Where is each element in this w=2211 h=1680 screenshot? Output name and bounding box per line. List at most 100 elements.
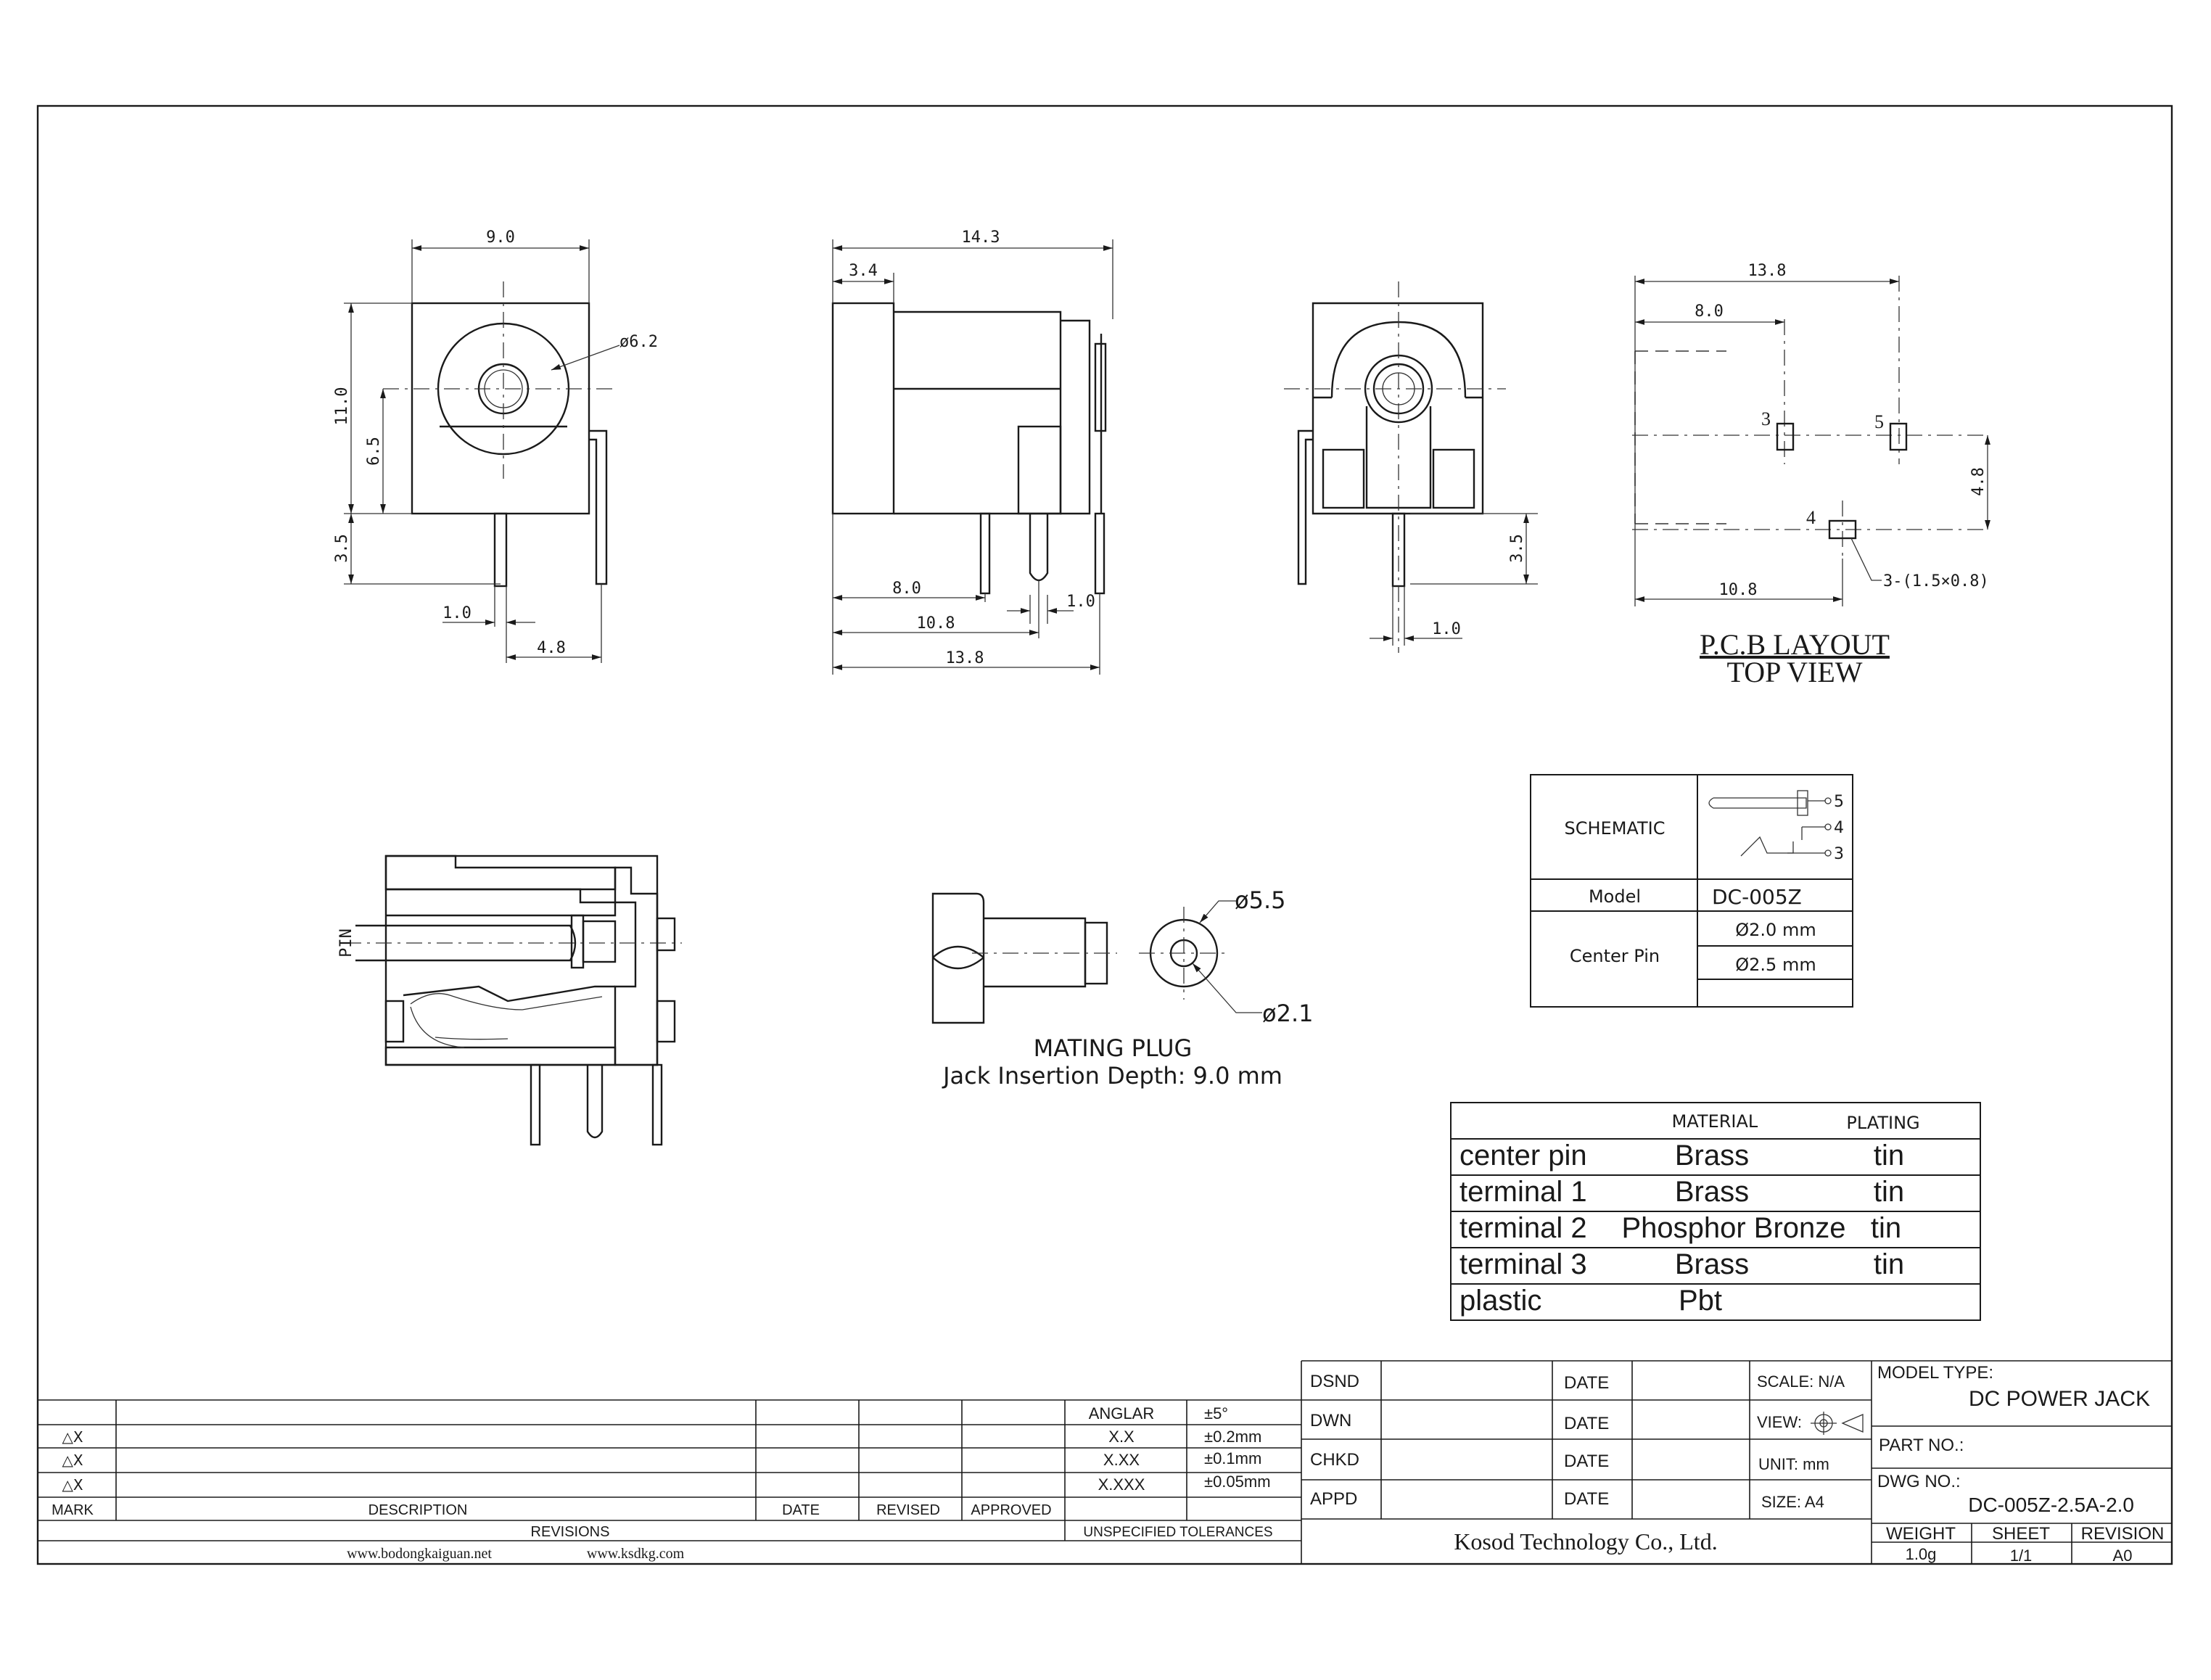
rear-pin-width-dim: 1.0 [1432, 620, 1461, 638]
side-pin3-dim: 13.8 [946, 649, 984, 667]
title-block: MODEL TYPE: DC POWER JACK PART NO.: DWG … [1872, 1363, 2172, 1565]
revised-header: REVISED [876, 1502, 940, 1518]
material-row-part: terminal 3 [1459, 1248, 1587, 1280]
material-row-material: Brass [1675, 1176, 1749, 1208]
center-pin-label: Center Pin [1570, 946, 1660, 966]
date-header: DATE [782, 1502, 820, 1518]
tolerances-footer: UNSPECIFIED TOLERANCES [1083, 1525, 1272, 1540]
unit-info: UNIT: mm [1758, 1455, 1829, 1473]
material-row-material: Brass [1675, 1248, 1749, 1280]
pcb-pad-3-label: 3 [1761, 408, 1771, 429]
mating-plug: ø5.5 ø2.1 MATING PLUG Jack Insertion Dep… [931, 886, 1313, 1090]
description-header: DESCRIPTION [368, 1502, 468, 1518]
section-pin-label: PIN [337, 928, 355, 958]
material-row-plating: tin [1871, 1212, 1901, 1244]
dwg-no-label: DWG NO.: [1877, 1472, 1961, 1491]
tolerance-value: ±5° [1204, 1404, 1228, 1422]
side-length-dim: 14.3 [962, 228, 1000, 247]
mark-header: MARK [52, 1502, 94, 1518]
pcb-title-line2: TOP VIEW [1726, 656, 1862, 688]
material-row-plating: tin [1874, 1248, 1904, 1280]
tolerances-block: ANGLAR ±5° X.X ±0.2mm X.XX ±0.1mm X.XXX … [1083, 1404, 1272, 1540]
date-label: DATE [1564, 1414, 1609, 1433]
pcb-pad-4 [1828, 519, 1857, 540]
rear-pin-length-dim: 3.5 [1508, 534, 1526, 563]
revisions-footer: REVISIONS [531, 1524, 610, 1540]
schematic-pin-3: 3 [1834, 845, 1844, 863]
tolerance-label: X.XXX [1098, 1475, 1145, 1494]
front-height-dim: 11.0 [333, 387, 351, 426]
sheet-label: SHEET [1992, 1524, 2050, 1544]
signoff-row-label: DSND [1310, 1372, 1359, 1391]
revision-label: REVISION [2081, 1524, 2165, 1544]
plug-inner-diameter: ø2.1 [1262, 1000, 1313, 1027]
material-row-plating: tin [1874, 1140, 1904, 1172]
material-row-part: plastic [1459, 1285, 1541, 1317]
front-view: 9.0 11.0 6.5 3.5 ø6.2 1.0 4.8 [333, 228, 658, 663]
side-view: 14.3 3.4 8.0 10.8 13.8 1.0 [831, 228, 1113, 675]
plating-header: PLATING [1846, 1113, 1919, 1133]
center-pin-value-2: Ø2.5 mm [1735, 955, 1816, 975]
material-row-part: terminal 1 [1459, 1176, 1587, 1208]
tolerance-label: ANGLAR [1089, 1404, 1154, 1422]
pcb-layout: 3 5 4 13.8 8.0 4.8 10.8 3-(1.5×0.8) P.C.… [1632, 262, 1990, 688]
material-row-part: center pin [1459, 1140, 1587, 1172]
material-row-material: Pbt [1679, 1285, 1722, 1317]
sheet-border [36, 104, 2173, 1565]
sheet-value: 1/1 [2010, 1547, 2033, 1565]
size-info: SIZE: A4 [1761, 1493, 1824, 1511]
projection-icon [1811, 1412, 1864, 1435]
date-label: DATE [1564, 1452, 1609, 1471]
company-name: Kosod Technology Co., Ltd. [1454, 1528, 1717, 1555]
material-row-plating: tin [1874, 1176, 1904, 1208]
revision-mark: △X [62, 1476, 83, 1494]
tolerance-label: X.XX [1103, 1451, 1140, 1469]
pcb-total-dim: 13.8 [1748, 262, 1787, 280]
pcb-title-line1: P.C.B LAYOUT [1700, 628, 1890, 661]
model-type-value: DC POWER JACK [1969, 1387, 2150, 1411]
model-label: Model [1589, 886, 1641, 907]
revisions-block: △X △X △X MARK DESCRIPTION DATE REVISED A… [38, 1361, 1302, 1564]
signoff-block: DSND DWN CHKD APPD DATE DATE DATE DATE S… [1301, 1360, 2172, 1564]
material-header: MATERIAL [1672, 1111, 1758, 1132]
schematic-label: SCHEMATIC [1565, 818, 1666, 839]
signoff-row-label: DWN [1310, 1411, 1351, 1430]
side-pin-width-dim: 1.0 [1066, 593, 1095, 611]
side-front-dim: 3.4 [849, 262, 878, 280]
tolerance-value: ±0.1mm [1204, 1449, 1261, 1467]
pcb-pad-4-label: 4 [1806, 507, 1816, 528]
plug-outer-diameter: ø5.5 [1235, 886, 1285, 914]
section-view: PIN [337, 855, 682, 1146]
tolerance-label: X.X [1108, 1428, 1135, 1446]
plug-subtitle: Jack Insertion Depth: 9.0 mm [942, 1062, 1282, 1090]
center-pin-value-1: Ø2.0 mm [1735, 920, 1816, 940]
rear-view: 3.5 1.0 [1284, 281, 1538, 653]
front-pin-offset-dim: 4.8 [537, 639, 566, 657]
weight-label: WEIGHT [1886, 1524, 1956, 1544]
plug-title: MATING PLUG [1034, 1034, 1193, 1062]
view-info: VIEW: [1757, 1413, 1802, 1431]
revision-mark: △X [62, 1428, 83, 1446]
dwg-no-value: DC-005Z-2.5A-2.0 [1968, 1494, 2134, 1516]
pcb-vert-dim: 4.8 [1969, 467, 1988, 496]
pcb-10-8-dim: 10.8 [1719, 581, 1758, 599]
pcb-8-dim: 8.0 [1695, 302, 1724, 321]
side-pin1-dim: 8.0 [892, 580, 921, 598]
tolerance-value: ±0.05mm [1204, 1473, 1271, 1491]
schematic-pin-4: 4 [1834, 819, 1844, 837]
front-width-dim: 9.0 [486, 228, 515, 247]
material-table: MATERIAL PLATING center pin Brass tin te… [1450, 1102, 1981, 1321]
model-value: DC-005Z [1712, 885, 1802, 909]
revision-mark: △X [62, 1452, 83, 1469]
material-row-material: Brass [1675, 1140, 1749, 1172]
weight-value: 1.0g [1906, 1545, 1937, 1563]
material-row-part: terminal 2 [1459, 1212, 1587, 1244]
model-type-label: MODEL TYPE: [1877, 1363, 1993, 1383]
material-row-material: Phosphor Bronze [1621, 1212, 1845, 1244]
date-label: DATE [1564, 1373, 1609, 1393]
signoff-row-label: CHKD [1310, 1450, 1359, 1470]
tolerance-value: ±0.2mm [1204, 1428, 1261, 1446]
website-1: www.bodongkaiguan.net [347, 1546, 492, 1562]
date-label: DATE [1564, 1489, 1609, 1509]
